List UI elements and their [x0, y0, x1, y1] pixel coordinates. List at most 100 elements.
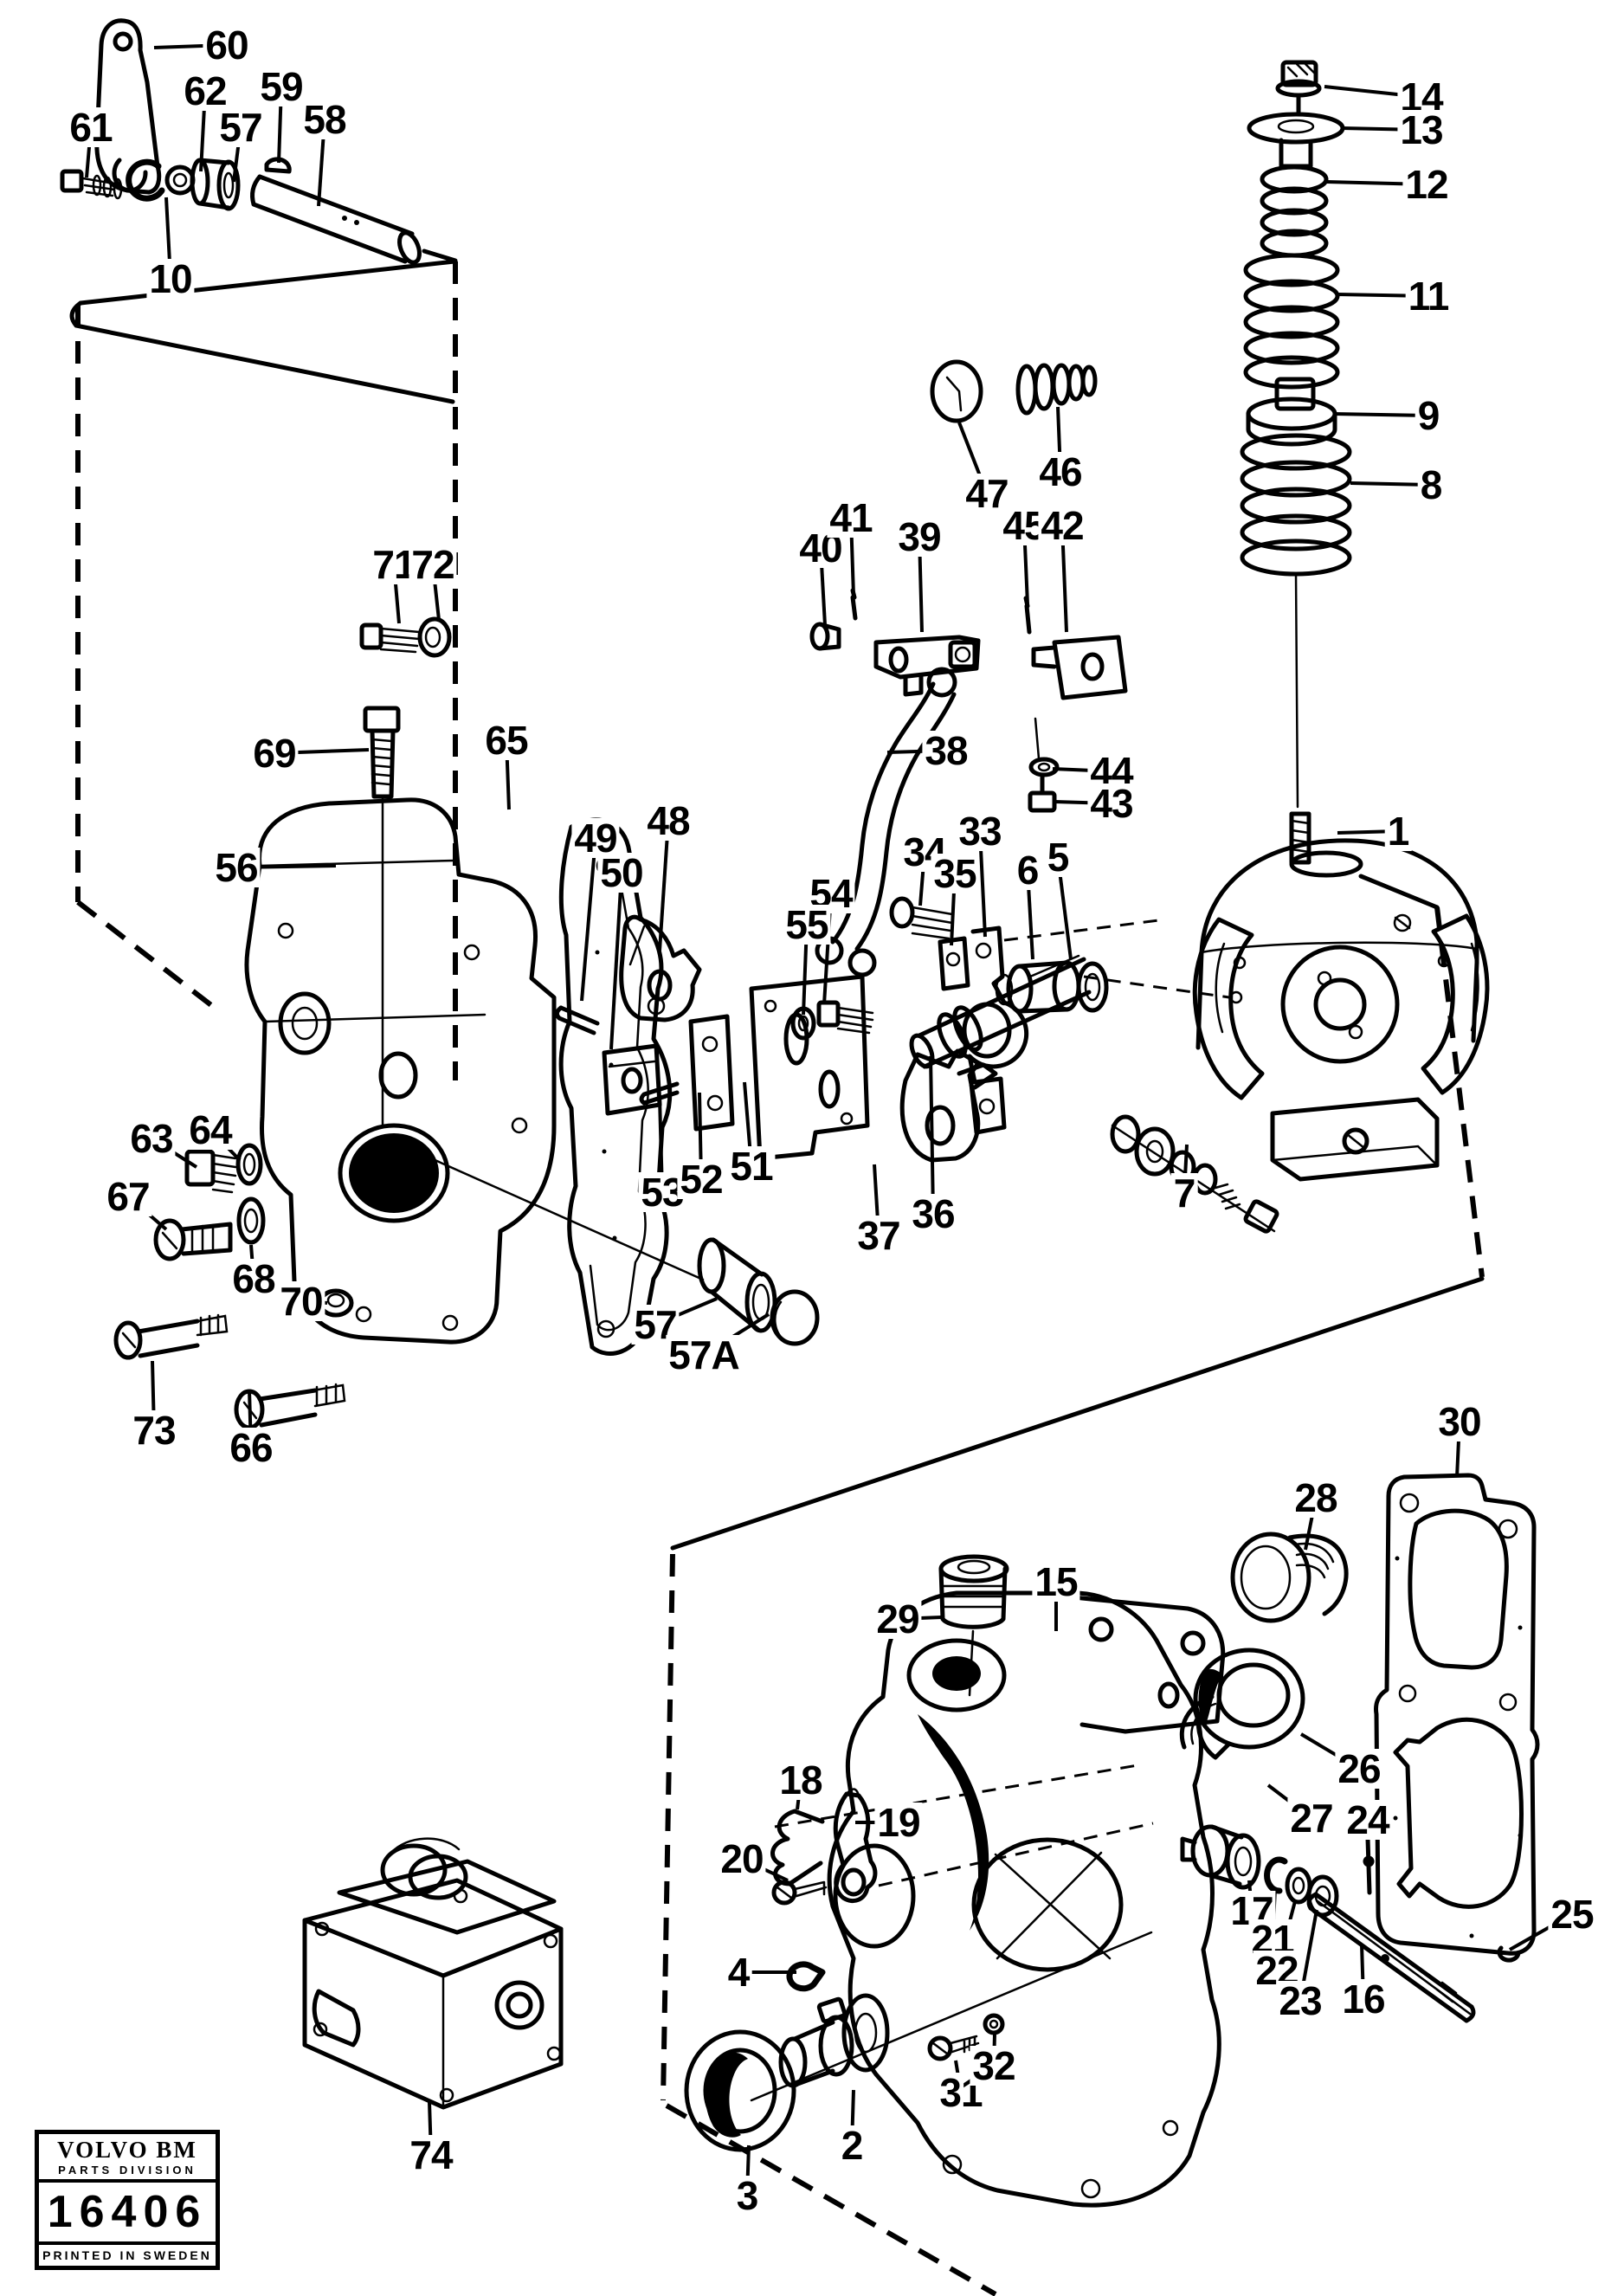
part-callout-4: 4 [725, 1952, 752, 1992]
spring-11-shape [1243, 253, 1340, 390]
part-callout-43: 43 [1087, 784, 1136, 823]
part-callout-26: 26 [1335, 1749, 1383, 1789]
key-4-shape [786, 1961, 826, 1992]
screw-67-shape [153, 1218, 233, 1261]
part-callout-49: 49 [571, 818, 620, 858]
part-callout-62: 62 [181, 71, 229, 111]
top-plate [337, 1859, 557, 1935]
shaft-36-shape [909, 954, 1092, 1069]
part-callout-68: 68 [229, 1259, 278, 1299]
lever-19-shape [833, 1788, 878, 1903]
part-callout-29: 29 [873, 1599, 922, 1639]
washer-68-shape [236, 1196, 266, 1245]
part-callout-15: 15 [1032, 1562, 1080, 1602]
part-callout-55: 55 [783, 905, 831, 945]
part-callout-8: 8 [1417, 465, 1445, 505]
part-callout-48: 48 [644, 801, 693, 841]
cup-seal-26-shape [1193, 1648, 1305, 1760]
plug-63-shape [184, 1149, 237, 1194]
gasket-30-shape [1374, 1473, 1540, 1956]
part-callout-28: 28 [1292, 1478, 1340, 1518]
brand-text: VOLVO BM [57, 2137, 197, 2163]
assembly-boundary-lines [69, 248, 1485, 2296]
drive-hub-group [684, 1931, 1153, 2152]
part-callout-9: 9 [1415, 396, 1442, 435]
part-callout-20: 20 [718, 1839, 766, 1879]
screw-31-shape [927, 2035, 980, 2061]
part-callout-38: 38 [922, 731, 970, 771]
flyweight-assembly-1 [1192, 811, 1490, 1182]
part-callout-73: 73 [130, 1410, 178, 1450]
mount-lug [312, 1989, 361, 2048]
part-callout-6: 6 [1014, 850, 1041, 890]
catalog-number: 16406 [39, 2179, 216, 2245]
ring-10-shape [126, 158, 165, 202]
shaft-58-shape [250, 174, 422, 265]
part-callout-32: 32 [970, 2046, 1018, 2086]
bolt-7-shape [1214, 1183, 1279, 1234]
ring-3-shape [684, 2029, 796, 2152]
part-callout-33: 33 [956, 811, 1004, 851]
part-callout-11: 11 [1405, 276, 1452, 316]
clip-18-shape [770, 1809, 825, 1886]
part-callout-50: 50 [597, 853, 646, 893]
part-callout-2: 2 [838, 2125, 866, 2165]
screw-73-shape [113, 1313, 229, 1360]
part-callout-36: 36 [909, 1194, 957, 1234]
part-callout-72: 72 [409, 545, 457, 584]
lever-39-shape [873, 635, 981, 697]
bolt-14-shape [1275, 60, 1322, 117]
part-callout-56: 56 [212, 848, 261, 887]
spring-46-shape [1015, 363, 1098, 416]
part-callout-64: 64 [186, 1110, 235, 1150]
plug-29-shape [938, 1554, 1009, 1697]
part-callout-30: 30 [1435, 1402, 1484, 1441]
part-callout-58: 58 [300, 100, 349, 139]
part-callout-25: 25 [1548, 1894, 1596, 1934]
part-callout-1: 1 [1384, 811, 1412, 851]
division-text: PARTS DIVISION [58, 2164, 197, 2177]
part-callout-12: 12 [1402, 164, 1451, 204]
part-callout-57: 57 [216, 107, 265, 147]
actuator-box-74 [302, 1837, 564, 2110]
governor-housing-15 [774, 1590, 1226, 2208]
bracket-42-shape [1031, 635, 1128, 700]
bushing-57-top-shape [190, 158, 241, 211]
part-callout-60: 60 [203, 25, 251, 65]
leader-line [929, 1055, 935, 1215]
linkage-small-parts [809, 359, 1128, 700]
part-callout-19: 19 [874, 1803, 923, 1842]
part-callout-24: 24 [1344, 1800, 1392, 1840]
fork-37-shape [899, 1048, 998, 1163]
shaft-lever-group [770, 1788, 878, 1992]
spring-8-shape [1240, 433, 1352, 577]
part-callout-57a: 57A [666, 1335, 742, 1375]
plug-28-shape [1230, 1532, 1349, 1623]
part-callout-34: 34 [900, 832, 949, 872]
ring-5-shape [1076, 961, 1109, 1013]
bushing-57-lower-group [697, 1237, 820, 1346]
part-callout-16: 16 [1339, 1979, 1388, 2019]
part-callout-37: 37 [854, 1216, 903, 1255]
stop-lever-group [60, 18, 422, 265]
leader-line [580, 837, 597, 1002]
hub-2-shape [778, 1993, 890, 2088]
leader-line [1350, 481, 1432, 487]
part-callout-66: 66 [227, 1428, 275, 1467]
part-callout-67: 67 [104, 1177, 152, 1216]
plug-17-shape [1180, 1824, 1261, 1890]
part-callout-41: 41 [827, 498, 875, 538]
idle-rod-group [1180, 1824, 1521, 2023]
control-shaft-group [889, 896, 1230, 1163]
part-callout-22: 22 [1253, 1951, 1301, 1990]
part-callout-63: 63 [127, 1119, 176, 1158]
housing-plug-screw-group [113, 1143, 354, 1430]
part-callout-65: 65 [482, 720, 531, 760]
part-callout-70: 70 [277, 1281, 325, 1321]
part-callout-18: 18 [777, 1760, 825, 1800]
plug-57A-shape [770, 1289, 820, 1346]
part-callout-13: 13 [1397, 110, 1446, 150]
plate-52-shape [688, 1014, 735, 1132]
